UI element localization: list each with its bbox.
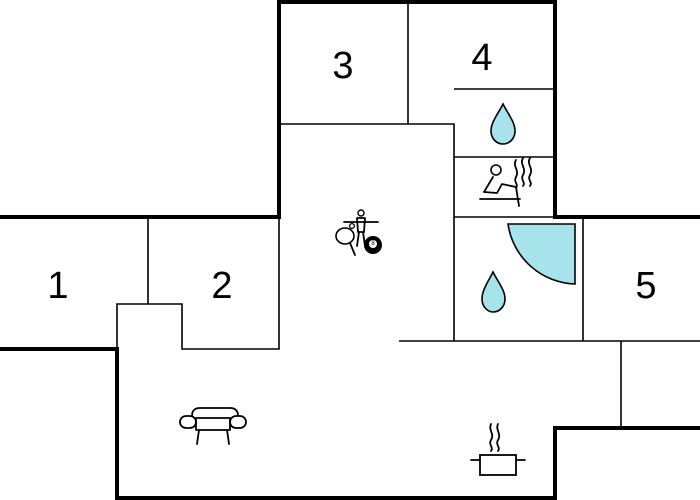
cooking-pot-icon: [470, 423, 526, 476]
interior-walls: [116, 2, 700, 428]
sauna-icon: [479, 157, 533, 207]
svg-text:8: 8: [371, 241, 375, 247]
upper-wall: [0, 0, 700, 219]
room-labels: 1 2 3 4 5: [47, 37, 656, 307]
sofa-icon: [179, 407, 247, 445]
water-drop-icon: [490, 102, 516, 145]
foosball-icon: [343, 209, 379, 247]
room-2-label: 2: [211, 265, 232, 307]
room-4-label: 4: [471, 37, 492, 79]
lower-wall: [0, 347, 700, 500]
shower-corner-icon: [507, 223, 576, 285]
table-tennis-icon: [335, 222, 356, 256]
water-drop-icon: [481, 270, 506, 313]
room-1-label: 1: [47, 265, 68, 307]
billiard-ball-icon: 8: [364, 236, 382, 254]
room-3-label: 3: [332, 45, 353, 87]
room-5-label: 5: [635, 265, 656, 307]
